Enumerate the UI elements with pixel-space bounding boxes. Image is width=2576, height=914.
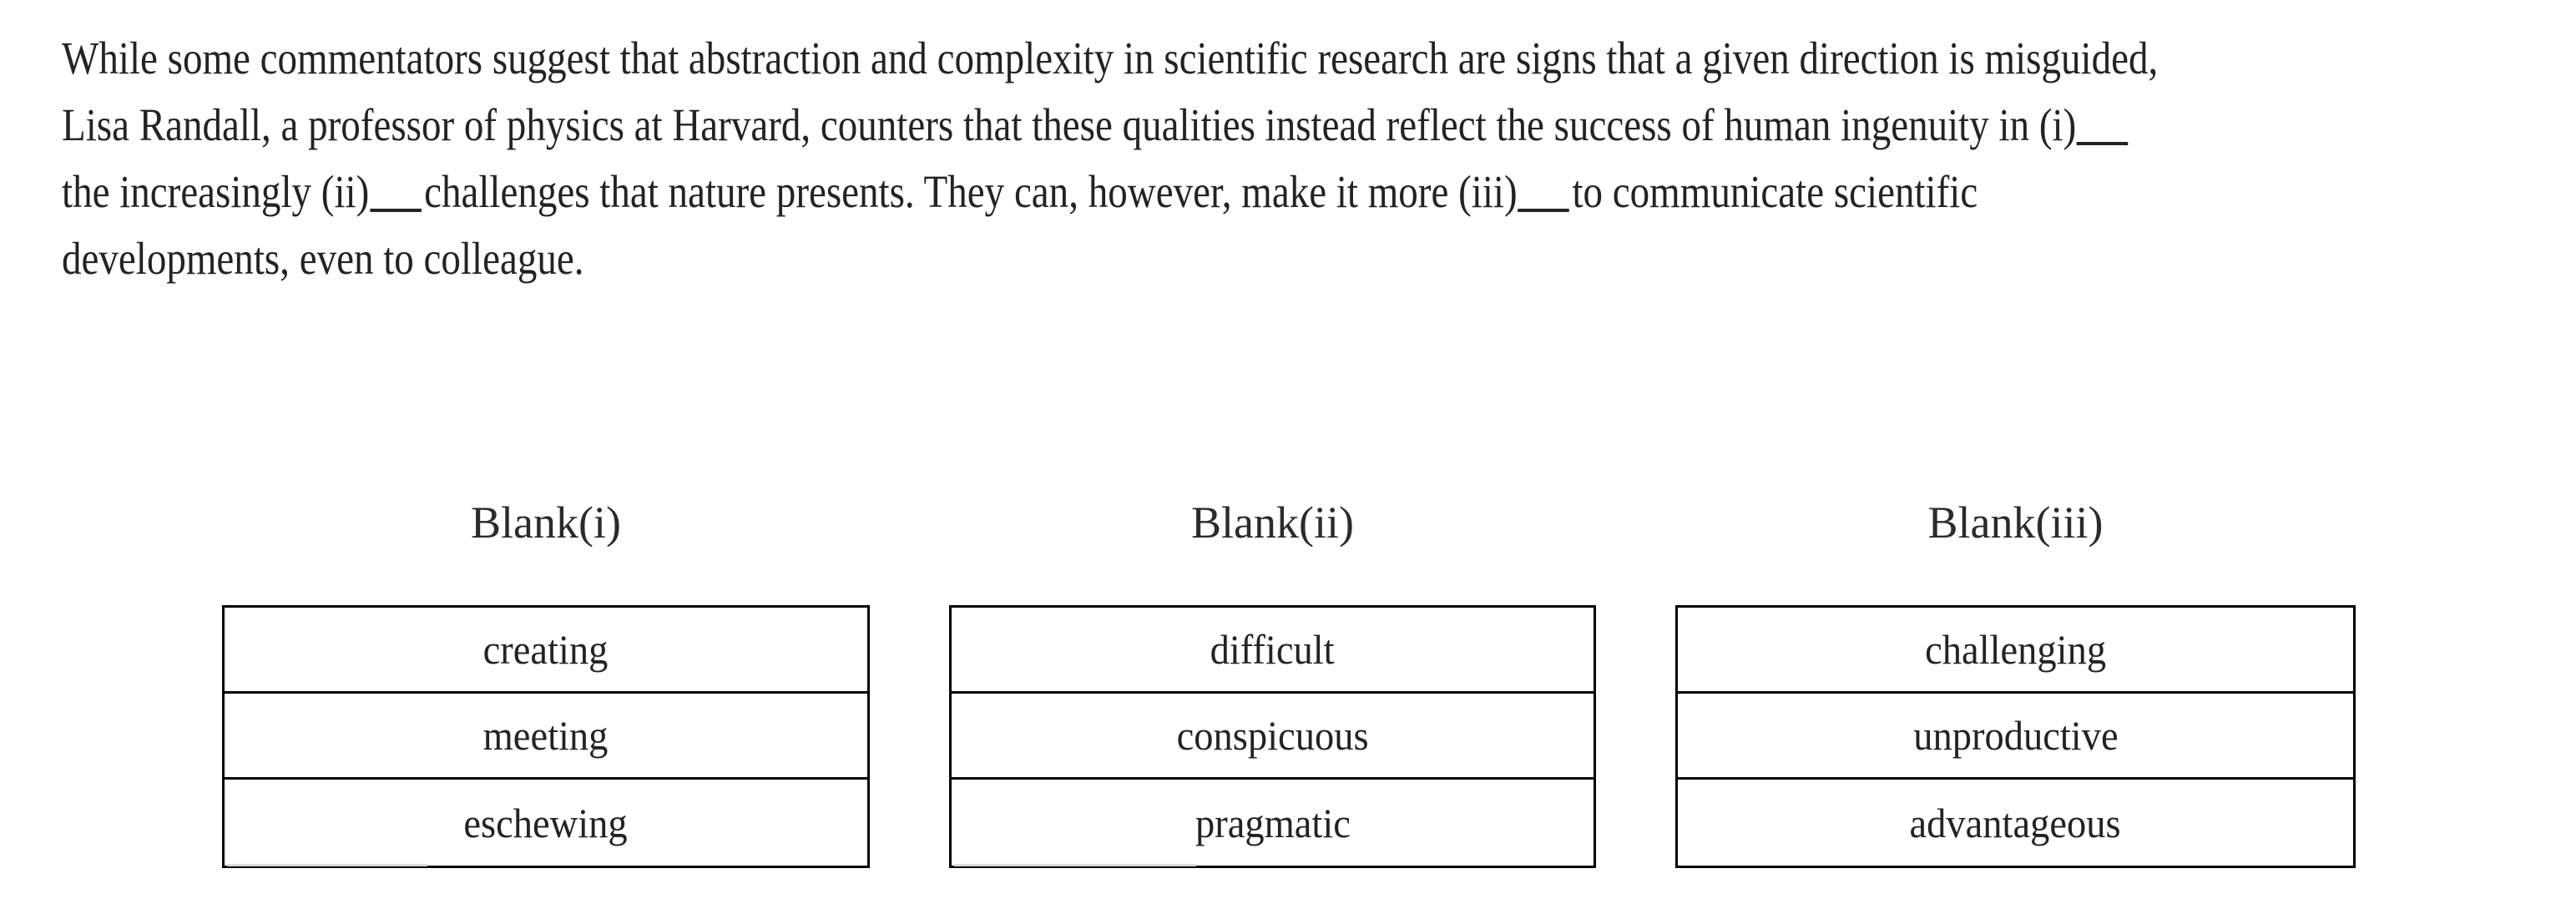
table-underline-artifact — [227, 864, 427, 866]
passage-line-2-text: Lisa Randall, a professor of physics at … — [62, 99, 2077, 150]
column-header-blank-i: Blank(i) — [471, 497, 621, 548]
option-label: meeting — [483, 712, 609, 759]
passage-line-4: developments, even to colleague. — [62, 225, 2174, 292]
option-row[interactable]: difficult — [952, 608, 1594, 694]
option-label: eschewing — [463, 799, 629, 846]
passage-line-4-text: developments, even to colleague. — [62, 233, 584, 284]
table-underline-artifact — [954, 864, 1196, 866]
passage-line-1: While some commentators suggest that abs… — [62, 25, 2174, 92]
option-label: unproductive — [1912, 712, 2119, 759]
option-row[interactable]: conspicuous — [952, 694, 1594, 780]
passage-line-3-text-c: to communicate scientific — [1572, 166, 1978, 217]
blank-ii-rule — [370, 209, 422, 212]
option-row[interactable]: unproductive — [1678, 694, 2353, 780]
blank-i-rule — [2077, 142, 2129, 145]
option-label: creating — [483, 626, 609, 673]
passage-line-2: Lisa Randall, a professor of physics at … — [62, 92, 2174, 159]
passage-line-3: the increasingly (ii) challenges that nat… — [62, 159, 2174, 225]
option-label: advantageous — [1909, 799, 2122, 846]
option-row[interactable]: meeting — [225, 694, 867, 780]
passage-line-3-text-b: challenges that nature presents. They ca… — [424, 166, 1518, 217]
option-table-blank-iii: challenging unproductive advantageous — [1675, 605, 2356, 868]
option-table-blank-ii: difficult conspicuous pragmatic — [949, 605, 1596, 868]
option-label: difficult — [1210, 626, 1335, 673]
option-row[interactable]: pragmatic — [952, 780, 1594, 866]
passage-line-1-text: While some commentators suggest that abs… — [62, 33, 2159, 83]
option-row[interactable]: eschewing — [225, 780, 867, 866]
option-row[interactable]: advantageous — [1678, 780, 2353, 866]
option-row[interactable]: creating — [225, 608, 867, 694]
option-label: conspicuous — [1176, 712, 1369, 759]
option-label: pragmatic — [1195, 799, 1351, 846]
column-header-blank-ii: Blank(ii) — [1191, 497, 1354, 548]
option-row[interactable]: challenging — [1678, 608, 2353, 694]
passage-line-3-text-a: the increasingly (ii) — [62, 166, 370, 217]
option-label: challenging — [1925, 626, 2106, 673]
blank-iii-rule — [1518, 209, 1570, 212]
passage-text: While some commentators suggest that abs… — [62, 25, 2533, 292]
column-header-blank-iii: Blank(iii) — [1927, 497, 2104, 548]
option-table-blank-i: creating meeting eschewing — [222, 605, 870, 868]
